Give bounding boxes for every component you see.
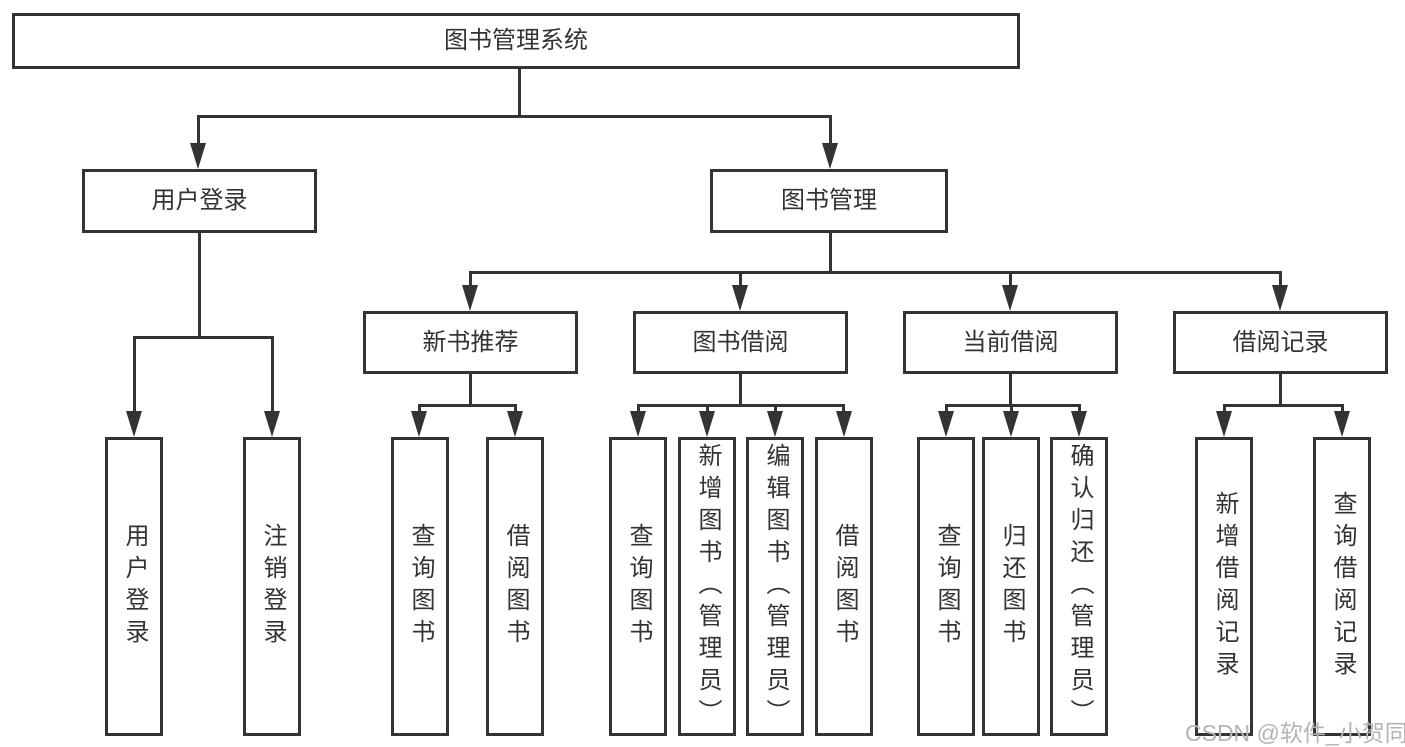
leaf-borrow-add: 新增图书（管理员）	[678, 437, 736, 736]
connector-borrow-c4-stem	[842, 404, 845, 414]
connector-borrow-hline	[637, 404, 845, 407]
node-user-login: 用户登录	[82, 169, 317, 233]
connector-records-c1-stem	[1223, 404, 1226, 414]
arrowhead-newbook	[462, 285, 478, 311]
arrowhead-records-c1	[1216, 411, 1232, 437]
connector-records-down	[1279, 374, 1282, 407]
node-root: 图书管理系统	[12, 13, 1020, 69]
connector-current-c1-stem	[945, 404, 948, 414]
arrowhead-borrow	[732, 285, 748, 311]
connector-records-stem	[1279, 271, 1282, 287]
csdn-watermark: CSDN @软件_小贺同学	[1185, 720, 1405, 746]
connector-root-stem	[518, 69, 521, 117]
arrowhead-borrow-c2	[699, 411, 715, 437]
leaf-newbook-query: 查询图书	[391, 437, 449, 736]
leaf-user-login: 用户登录	[105, 437, 163, 736]
connector-bookmgmt-down	[829, 233, 832, 274]
arrowhead-userlogin	[190, 143, 206, 169]
leaf-current-query: 查询图书	[917, 437, 975, 736]
arrowhead-current-c3	[1071, 411, 1087, 437]
arrowhead-borrow-c3	[767, 411, 783, 437]
leaf-borrow-borrow: 借阅图书	[815, 437, 873, 736]
connector-current-down	[1009, 374, 1012, 407]
connector-userlogin-down	[198, 233, 201, 339]
leaf-borrow-query: 查询图书	[609, 437, 667, 736]
arrowhead-current-c2	[1003, 411, 1019, 437]
connector-borrow-c1-stem	[637, 404, 640, 414]
connector-borrow-stem	[739, 271, 742, 287]
node-book-borrow: 图书借阅	[633, 311, 848, 374]
leaf-records-add: 新增借阅记录	[1195, 437, 1253, 736]
arrowhead-bookmgmt	[822, 143, 838, 169]
connector-userlogin-hline	[133, 336, 273, 339]
connector-current-c3-stem	[1078, 404, 1081, 414]
connector-newbook-c2-stem	[514, 404, 517, 414]
arrowhead-newbook-c2	[507, 411, 523, 437]
arrowhead-leaf-login	[126, 411, 142, 437]
connector-userlogin-stem	[197, 115, 200, 145]
connector-borrow-c2-stem	[706, 404, 709, 414]
connector-current-stem	[1009, 271, 1012, 287]
connector-borrow-down	[739, 374, 742, 407]
connector-level3-hline	[469, 271, 1281, 274]
node-new-book: 新书推荐	[363, 311, 578, 374]
connector-records-c2-stem	[1341, 404, 1344, 414]
connector-current-hline	[945, 404, 1081, 407]
arrowhead-current-c1	[938, 411, 954, 437]
connector-leaf-logout-stem	[271, 336, 274, 414]
leaf-current-return: 归还图书	[982, 437, 1040, 736]
connector-records-hline	[1223, 404, 1344, 407]
arrowhead-current	[1002, 285, 1018, 311]
arrowhead-records	[1272, 285, 1288, 311]
node-book-mgmt: 图书管理	[710, 169, 948, 233]
arrowhead-borrow-c1	[630, 411, 646, 437]
connector-root-hline	[197, 115, 831, 118]
leaf-current-confirm: 确认归还（管理员）	[1050, 437, 1108, 736]
leaf-newbook-borrow: 借阅图书	[486, 437, 544, 736]
connector-current-c2-stem	[1010, 404, 1013, 414]
connector-newbook-hline	[418, 404, 517, 407]
arrowhead-borrow-c4	[836, 411, 852, 437]
connector-newbook-down	[469, 374, 472, 407]
connector-newbook-stem	[469, 271, 472, 287]
leaf-records-query: 查询借阅记录	[1313, 437, 1371, 736]
arrowhead-records-c2	[1334, 411, 1350, 437]
connector-newbook-c1-stem	[418, 404, 421, 414]
arrowhead-newbook-c1	[411, 411, 427, 437]
node-current-borrow: 当前借阅	[903, 311, 1118, 374]
node-borrow-records: 借阅记录	[1173, 311, 1388, 374]
connector-bookmgmt-stem	[829, 115, 832, 145]
leaf-borrow-edit: 编辑图书（管理员）	[746, 437, 804, 736]
connector-borrow-c3-stem	[774, 404, 777, 414]
connector-leaf-login-stem	[133, 336, 136, 414]
arrowhead-leaf-logout	[264, 411, 280, 437]
leaf-logout: 注销登录	[243, 437, 301, 736]
